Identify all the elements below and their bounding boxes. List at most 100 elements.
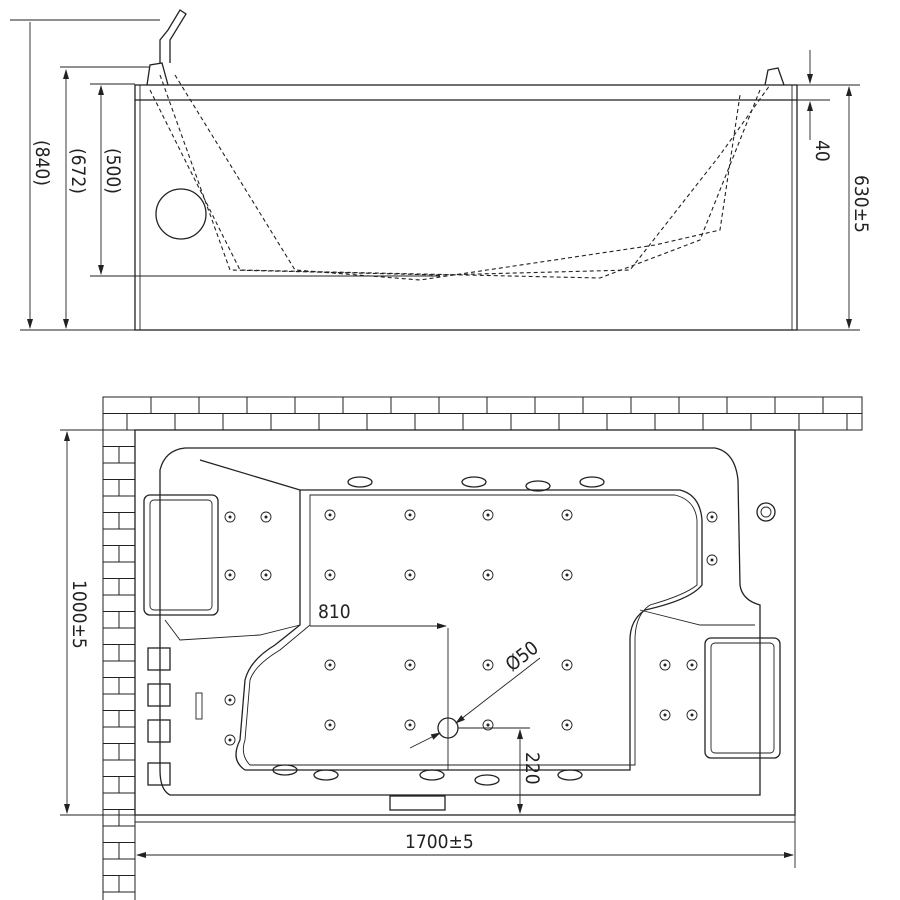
dim-width: 1000±5 [68,580,90,649]
side-jet [579,476,605,488]
dim-basin-depth: (500) [102,148,124,194]
side-jet [313,769,339,781]
brick [678,396,728,414]
brick [726,396,776,414]
brick [102,578,120,596]
jet [324,509,336,521]
brick [390,396,440,414]
brick [118,809,136,827]
dim-drain-offset-y: 220 [521,752,543,785]
front-panel-control [389,795,446,811]
jet [324,569,336,581]
brick [102,825,136,843]
jet [561,719,573,731]
side-jet [272,764,298,776]
control-button-1 [147,647,171,671]
brick [750,413,800,431]
brick [822,396,863,414]
control-button-4 [147,762,171,786]
jet [404,509,416,521]
brick [846,413,863,431]
dim-total-height: (840) [31,140,53,186]
brick [118,512,136,530]
brick [318,413,368,431]
jet [224,694,236,706]
brick [462,413,512,431]
brick [118,446,136,464]
brick [102,644,120,662]
jet [482,569,494,581]
brick [102,809,120,827]
jet [706,511,718,523]
brick [102,776,120,794]
tub-plan-outline [134,429,796,816]
brick [118,776,136,794]
brick [102,842,120,860]
brick-wall [102,396,863,900]
side-view: (840) (672) (500) 40 630±5 [10,9,872,331]
jet [324,719,336,731]
brick [118,479,136,497]
side-jet [525,480,551,492]
brick [118,644,136,662]
jet [224,511,236,523]
tub-rim-inner [159,447,761,796]
brick [774,396,824,414]
jet [404,719,416,731]
brick [102,512,120,530]
jet [659,709,671,721]
brick [102,413,128,431]
brick [102,677,120,695]
side-jet [419,769,445,781]
control-button-2 [147,683,171,707]
brick [102,693,136,711]
jet [224,569,236,581]
jet [404,659,416,671]
side-jet [347,476,373,488]
jet [686,709,698,721]
jets [224,476,718,786]
brick [198,396,248,414]
brick [606,413,656,431]
side-jet [474,774,500,786]
brick [118,611,136,629]
headrest-pillow-right [704,637,781,759]
tub-side-outline [134,84,798,331]
brick [102,726,136,744]
brick [102,545,120,563]
brick [102,858,136,876]
brick [102,875,120,893]
brick [102,743,120,761]
brick [438,396,488,414]
brick [102,660,136,678]
brick [798,413,848,431]
overflow-plan [756,502,776,522]
brick [118,875,136,893]
brick [102,891,136,900]
dim-height: 630±5 [850,175,872,233]
brick [102,396,152,414]
brick [118,710,136,728]
brick [270,413,320,431]
brick [342,396,392,414]
jet [482,509,494,521]
headrest-right [764,67,785,86]
side-jet [461,476,487,488]
jet [706,554,718,566]
brick [102,561,136,579]
jet [686,659,698,671]
brick [102,759,136,777]
brick [102,429,136,447]
jet [561,509,573,521]
brick [102,479,120,497]
dim-rim: 40 [811,140,833,162]
jet [561,659,573,671]
brick [558,413,608,431]
brick [102,446,120,464]
headrest-pillow-left [159,9,187,63]
dim-headrest-height: (672) [67,148,89,194]
brick [654,413,704,431]
brick [102,495,136,513]
brick [102,792,136,810]
